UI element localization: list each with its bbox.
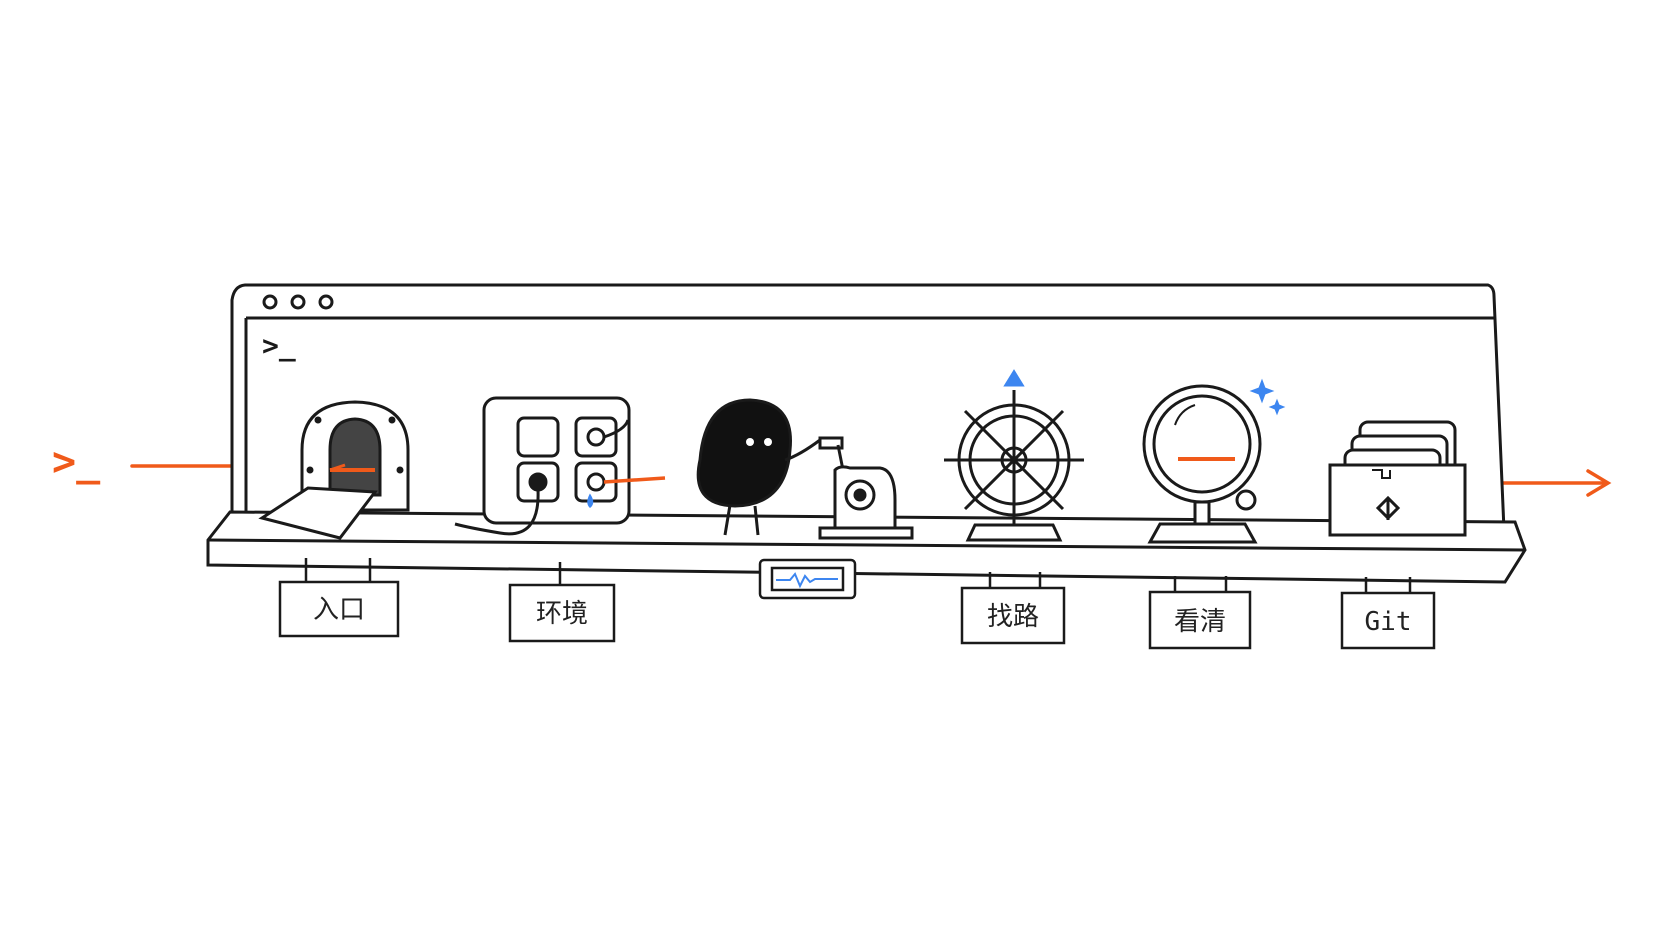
- tag-label-git: Git: [1365, 607, 1412, 637]
- doorway-icon: [258, 400, 410, 540]
- window-dot-icon: [290, 294, 306, 310]
- tag-label-entry: 入口: [313, 595, 365, 625]
- tag-git: Git: [1340, 577, 1436, 650]
- magnifying-glass-icon: [1142, 378, 1286, 544]
- outer-prompt-icon: >_: [52, 439, 101, 485]
- sparkle-icon: [1249, 378, 1275, 404]
- ship-wheel-icon: [944, 369, 1084, 542]
- label-tags: 入口 环境 找路 看清 Git: [278, 558, 1436, 650]
- triangle-marker-icon: [1003, 369, 1025, 387]
- terminal-prompt: >_: [262, 329, 296, 362]
- tag-label-inspect: 看清: [1174, 607, 1226, 637]
- tag-inspect: 看清: [1148, 576, 1252, 650]
- sparkle-icon: [1268, 398, 1286, 416]
- hand-crank-generator-icon: [696, 398, 914, 540]
- waveform-plate: [758, 558, 857, 600]
- git-file-box-icon: [1328, 420, 1467, 537]
- tag-label-env: 环境: [536, 599, 588, 629]
- tag-entry: 入口: [278, 558, 400, 638]
- power-outlet-icon: [454, 396, 666, 536]
- tag-env: 环境: [508, 562, 616, 643]
- tag-label-nav: 找路: [987, 602, 1039, 632]
- window-dot-icon: [318, 294, 334, 310]
- waveform-icon: [776, 572, 838, 589]
- tag-nav: 找路: [960, 572, 1066, 645]
- window-dot-icon: [262, 294, 278, 310]
